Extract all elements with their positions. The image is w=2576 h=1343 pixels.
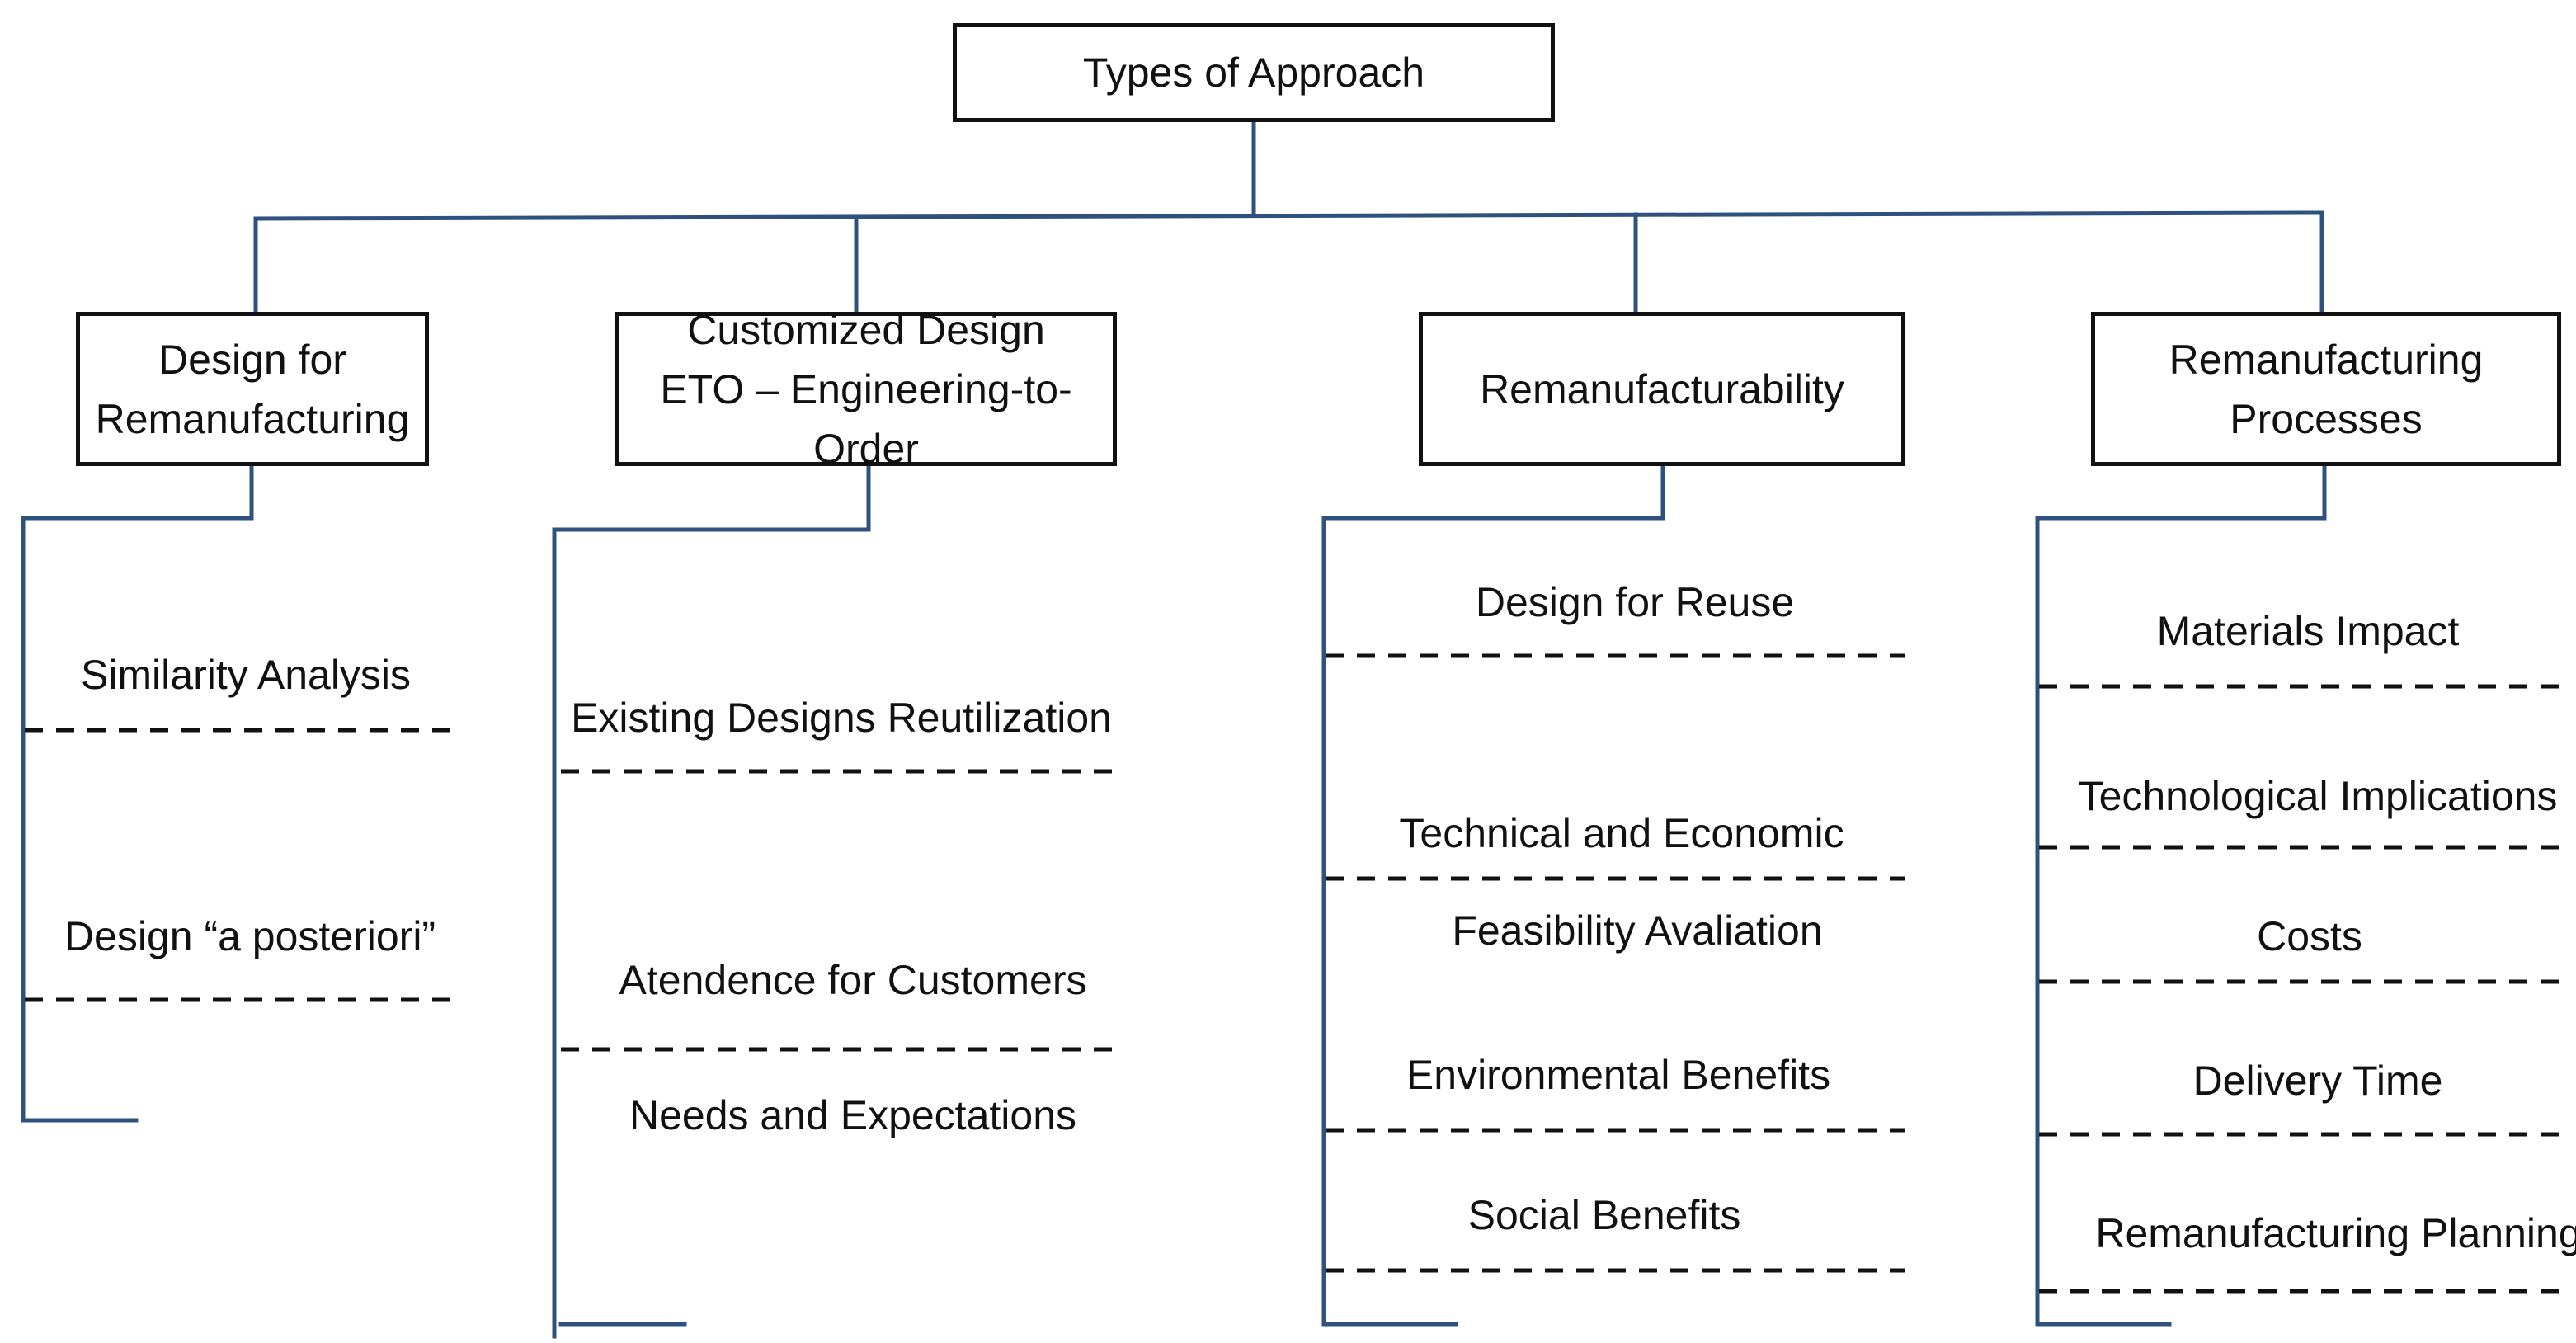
root-label: Types of Approach	[1082, 49, 1425, 96]
category-title-line2: Processes	[2230, 395, 2423, 442]
item-needs-and-expectations: Needs and Expectations	[629, 1092, 1077, 1138]
root-box: Types of Approach	[953, 23, 1555, 122]
tree-connectors	[21, 117, 2327, 1339]
item-design-a-posteriori: Design “a posteriori”	[64, 913, 436, 959]
bracket-reman-processes	[2035, 461, 2327, 1327]
item-remanufacturing-planning: Remanufacturing Planning	[2095, 1210, 2576, 1256]
item-atendence-for-customers: Atendence for Customers	[619, 957, 1087, 1003]
dashed-dividers	[25, 653, 2569, 1294]
item-materials-impact: Materials Impact	[2156, 608, 2460, 654]
category-box-remanufacturing-processes: Remanufacturing Processes	[2091, 312, 2561, 466]
item-existing-designs-reutilization: Existing Designs Reutilization	[571, 695, 1112, 741]
category-title-line1: Remanufacturability	[1480, 365, 1844, 412]
item-similarity-analysis: Similarity Analysis	[80, 652, 412, 698]
item-technical-and-economic: Technical and Economic	[1399, 810, 1844, 856]
item-feasibility-avaliation: Feasibility Avaliation	[1452, 907, 1823, 954]
item-technological-implications: Technological Implications	[2078, 773, 2558, 819]
category-box-remanufacturability: Remanufacturability	[1419, 312, 1905, 466]
bracket-design-for-reman	[21, 461, 254, 1123]
item-social-benefits: Social Benefits	[1467, 1192, 1741, 1238]
horizontal-bus	[253, 210, 2324, 221]
category-box-design-for-remanufacturing: Design for Remanufacturing	[76, 312, 429, 466]
item-costs: Costs	[2257, 913, 2362, 959]
category-title-line2: Remanufacturing	[95, 395, 410, 442]
bracket-remanufacturability	[1321, 461, 1665, 1327]
bracket-customized-design	[552, 461, 871, 1339]
category-title-line1: Design for	[158, 336, 346, 383]
item-delivery-time: Delivery Time	[2192, 1058, 2443, 1104]
item-design-for-reuse: Design for Reuse	[1475, 579, 1795, 625]
category-title-line1: Remanufacturing	[2169, 336, 2484, 383]
category-title-line1: Customized Design	[687, 306, 1045, 353]
category-box-customized-design: Customized Design ETO – Engineering-to-O…	[615, 307, 1117, 472]
category-title-line2: ETO – Engineering-to-Order	[660, 365, 1072, 472]
item-environmental-benefits: Environmental Benefits	[1406, 1052, 1831, 1098]
